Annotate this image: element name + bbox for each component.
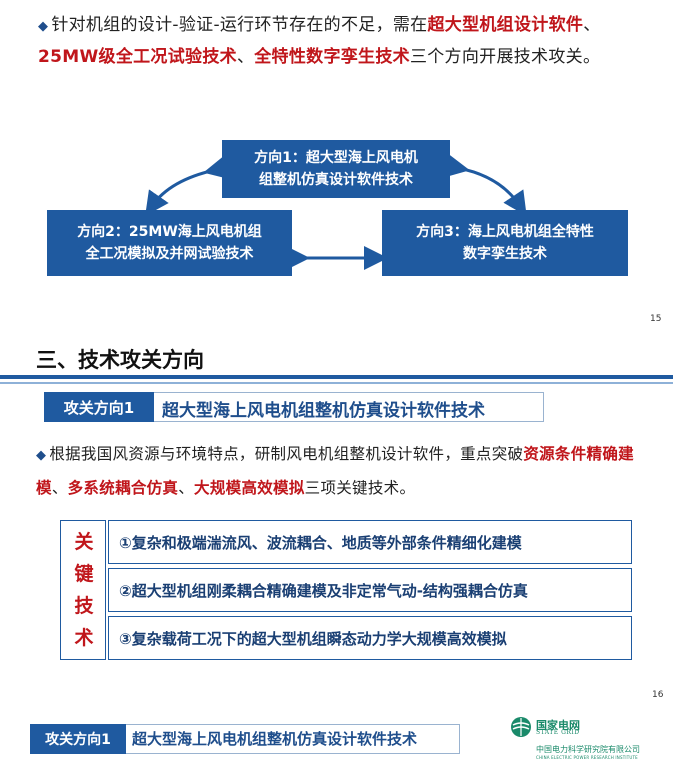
body-highlight-resource: 资源条件精确建模 <box>36 445 634 497</box>
key-label-char: 术 <box>74 627 94 649</box>
intro-highlight-test: 25MW级全工况试验技术 <box>38 47 237 67</box>
intro-highlight-software: 超大型机组设计软件 <box>427 15 584 35</box>
diamond-bullet-icon: ◆ <box>36 448 47 463</box>
body-sep-1: 、 <box>51 479 68 497</box>
key-label-char: 键 <box>74 563 94 585</box>
key-label-char: 技 <box>74 595 94 617</box>
body-highlight-coupling: 多系统耦合仿真 <box>67 479 179 497</box>
direction-1-line2: 组整机仿真设计软件技术 <box>259 172 413 188</box>
logo-name-cn: 国家电网 <box>536 719 580 732</box>
slide-16: 三、技术攻关方向 攻关方向1 超大型海上风电机组整机仿真设计软件技术 ◆根据我国… <box>0 332 673 768</box>
key-tech-label-box: 关 键 技 术 <box>60 520 106 660</box>
section-title: 三、技术攻关方向 <box>36 348 204 372</box>
body-paragraph: ◆根据我国风资源与环境特点，研制风电机组整机设计软件，重点突破资源条件精确建模、… <box>36 438 656 504</box>
state-grid-emblem-icon <box>511 717 531 737</box>
direction-tag: 攻关方向1 <box>44 392 154 422</box>
slide-15: ◆针对机组的设计-验证-运行环节存在的不足，需在超大型机组设计软件、25MW级全… <box>0 0 673 332</box>
logo-institute: 中国电力科学研究院有限公司 <box>536 745 640 754</box>
arrow-dir1-dir3 <box>443 153 527 216</box>
logo-institute-en: CHINA ELECTRIC POWER RESEARCH INSTITUTE <box>536 755 638 760</box>
intro-highlight-twin: 全特性数字孪生技术 <box>254 47 410 67</box>
state-grid-logo: 国家电网 STATE GRID 中国电力科学研究院有限公司 CHINA ELEC… <box>510 716 670 764</box>
direction-heading: 超大型海上风电机组整机仿真设计软件技术 <box>162 401 485 421</box>
diamond-bullet-icon: ◆ <box>38 19 49 34</box>
body-highlight-simulation: 大规模高效模拟 <box>194 479 305 497</box>
direction-2-line1: 方向2：25MW海上风电机组 <box>77 224 262 240</box>
key-item-1: ①复杂和极端湍流风、波流耦合、地质等外部条件精细化建模 <box>108 520 632 564</box>
direction-3-box: 方向3：海上风电机组全特性 数字孪生技术 <box>382 210 628 276</box>
intro-text-1: 针对机组的设计-验证-运行环节存在的不足，需在 <box>51 15 428 35</box>
intro-sep-2: 、 <box>236 47 255 67</box>
intro-paragraph: ◆针对机组的设计-验证-运行环节存在的不足，需在超大型机组设计软件、25MW级全… <box>38 10 650 73</box>
key-item-2: ②超大型机组刚柔耦合精确建模及非定常气动-结构强耦合仿真 <box>108 568 632 612</box>
direction-1-line1: 方向1：超大型海上风电机 <box>254 150 418 166</box>
body-text-1: 根据我国风资源与环境特点，研制风电机组整机设计软件，重点突破 <box>49 445 524 463</box>
intro-text-2: 三个方向开展技术攻关。 <box>409 47 601 67</box>
page-number-15: 15 <box>650 314 662 324</box>
body-sep-2: 、 <box>178 479 195 497</box>
direction-1-box: 方向1：超大型海上风电机 组整机仿真设计软件技术 <box>222 140 450 198</box>
body-text-2: 三项关键技术。 <box>304 479 416 497</box>
direction-2-box: 方向2：25MW海上风电机组 全工况模拟及并网试验技术 <box>47 210 292 276</box>
section-divider <box>0 375 673 379</box>
arrow-dir1-dir2 <box>145 155 230 216</box>
direction-3-line2: 数字孪生技术 <box>463 246 547 262</box>
logo-name-en: STATE GRID <box>536 729 580 736</box>
direction-2-line2: 全工况模拟及并网试验技术 <box>85 246 254 262</box>
key-item-3: ③复杂载荷工况下的超大型机组瞬态动力学大规模高效模拟 <box>108 616 632 660</box>
key-label-char: 关 <box>74 531 94 553</box>
page-number-16: 16 <box>652 690 664 700</box>
direction-3-line1: 方向3：海上风电机组全特性 <box>416 224 594 240</box>
section-divider-light <box>0 382 673 384</box>
intro-sep-1: 、 <box>583 15 601 35</box>
footer-direction-heading: 超大型海上风电机组整机仿真设计软件技术 <box>132 730 418 748</box>
footer-direction-tag: 攻关方向1 <box>30 724 126 754</box>
